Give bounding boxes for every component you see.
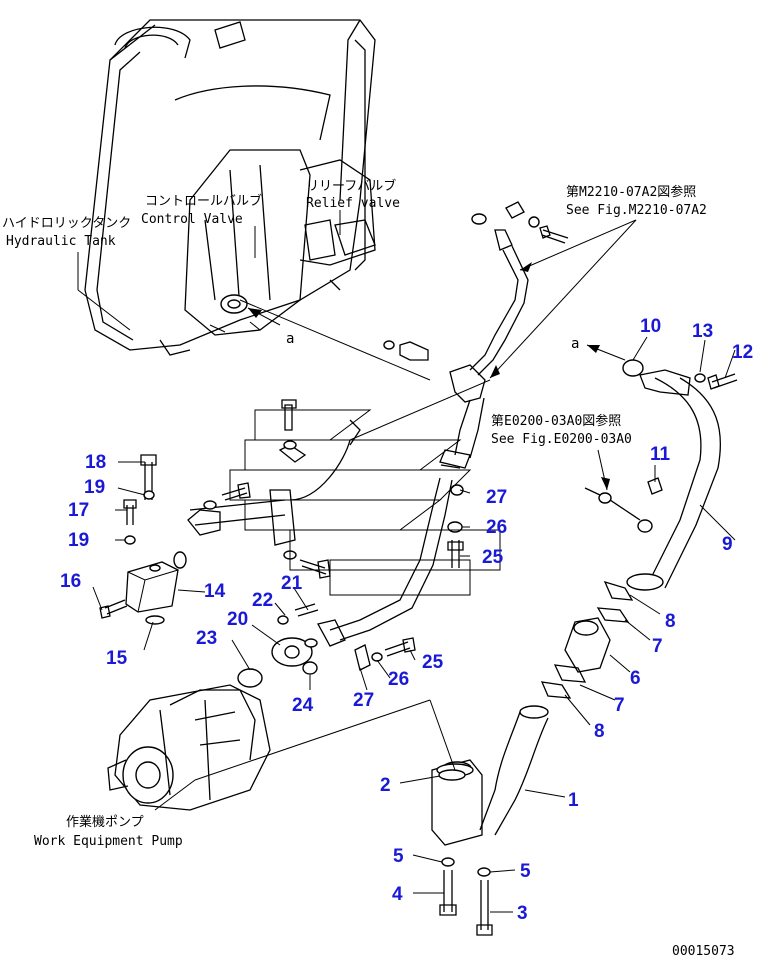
- block-14-assembly: [99, 454, 179, 625]
- callout-11: 11: [650, 444, 671, 465]
- work-equipment-pump-drawing: [107, 668, 271, 811]
- upper-hose-assembly: [383, 201, 569, 469]
- svg-text:第E0200-03A0図参照: 第E0200-03A0図参照: [491, 413, 621, 429]
- callout-8-lower: 8: [594, 721, 605, 742]
- svg-text:作業機ポンプ: 作業機ポンプ: [66, 814, 144, 830]
- callout-27-lower: 27: [353, 690, 374, 711]
- svg-text:Relief valve: Relief valve: [306, 196, 400, 211]
- callout-26-upper: 26: [486, 517, 507, 538]
- callout-14: 14: [204, 581, 226, 602]
- control-valve-label: コントロールバルブ Control Valve: [141, 193, 262, 258]
- callout-15: 15: [106, 648, 128, 669]
- callout-25-upper: 25: [482, 547, 504, 568]
- relief-valve-label: リリーフバルブ Relief valve: [306, 178, 400, 235]
- svg-text:See Fig.E0200-03A0: See Fig.E0200-03A0: [491, 432, 632, 447]
- callout-8-upper: 8: [665, 611, 676, 632]
- callout-20: 20: [227, 609, 248, 630]
- delivery-pipe-assembly: [173, 399, 464, 675]
- drawing-number: 00015073: [672, 944, 735, 959]
- callout-22: 22: [252, 590, 273, 611]
- pump-label: 作業機ポンプ Work Equipment Pump: [34, 779, 196, 849]
- callout-18: 18: [85, 452, 106, 473]
- callout-19-lower: 19: [68, 530, 89, 551]
- o-ring-2: [438, 769, 466, 781]
- callout-24: 24: [292, 695, 314, 716]
- callout-26-lower: 26: [388, 669, 409, 690]
- svg-text:リリーフバルブ: リリーフバルブ: [306, 178, 396, 194]
- svg-text:コントロールバルブ: コントロールバルブ: [145, 193, 262, 209]
- callout-9: 9: [722, 534, 733, 555]
- svg-text:Work Equipment Pump: Work Equipment Pump: [34, 834, 183, 849]
- callout-7-upper: 7: [652, 636, 663, 657]
- callout-21: 21: [281, 573, 303, 594]
- leader-lines: [92, 336, 736, 913]
- callout-13: 13: [692, 321, 713, 342]
- callout-5-left: 5: [393, 846, 404, 867]
- callout-numbers: 1 2 3 4 5 5 6 7 7 8 8 9 10 11 12 13 14 1…: [60, 316, 753, 924]
- callout-4: 4: [392, 884, 403, 905]
- callout-23: 23: [196, 628, 217, 649]
- callout-19-upper: 19: [84, 477, 105, 498]
- svg-text:Control Valve: Control Valve: [141, 212, 243, 227]
- callout-5-right: 5: [520, 861, 531, 882]
- callout-1: 1: [568, 790, 579, 811]
- callout-2: 2: [380, 775, 391, 796]
- guide-lines: [194, 299, 501, 781]
- svg-text:See Fig.M2210-07A2: See Fig.M2210-07A2: [566, 203, 707, 218]
- svg-text:Hydraulic Tank: Hydraulic Tank: [6, 234, 116, 249]
- hydraulic-tank-label: ハイドロリックタンク Hydraulic Tank: [2, 216, 131, 331]
- callout-3: 3: [517, 903, 528, 924]
- callout-12: 12: [732, 342, 753, 363]
- svg-text:ハイドロリックタンク: ハイドロリックタンク: [2, 216, 131, 231]
- callout-27-upper: 27: [486, 487, 507, 508]
- callout-16: 16: [60, 571, 81, 592]
- reference-label-m2210: 第M2210-07A2図参照 See Fig.M2210-07A2: [489, 184, 707, 379]
- tube-9-drawing: [622, 359, 738, 591]
- suction-tube-1: [431, 705, 549, 936]
- callout-25-lower: 25: [422, 652, 444, 673]
- reference-label-e0200: 第E0200-03A0図参照 See Fig.E0200-03A0: [491, 413, 632, 491]
- callout-6: 6: [630, 668, 641, 689]
- marker-a-right: a: [571, 336, 579, 352]
- callout-10: 10: [640, 316, 661, 337]
- callout-7-lower: 7: [614, 695, 625, 716]
- marker-a-left: a: [286, 331, 294, 347]
- svg-text:第M2210-07A2図参照: 第M2210-07A2図参照: [566, 184, 696, 200]
- control-valve-drawing: [184, 149, 376, 336]
- sensor-drawing: [584, 487, 653, 533]
- callout-17: 17: [68, 500, 89, 521]
- flanges-6-8: [540, 580, 634, 699]
